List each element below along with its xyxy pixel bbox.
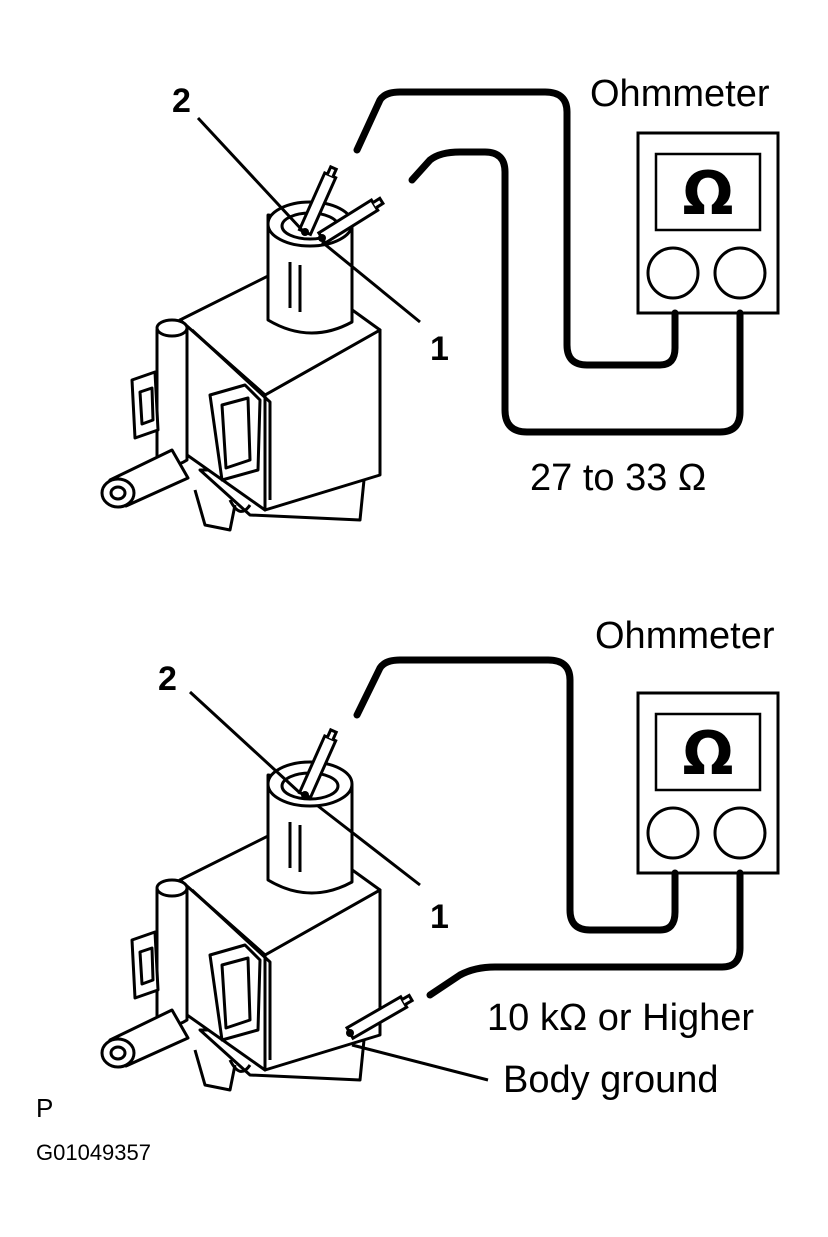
test-lead-2b (426, 869, 744, 999)
test-lead-2a (353, 656, 679, 934)
panel-1: 2 1 Ohmmeter Ω 27 to 33 Ω (100, 73, 780, 532)
terminal-1-label-2: 1 (430, 898, 449, 936)
panel-2: 2 1 Ohmmeter Ω 10 kΩ or Higher Body grou… (100, 615, 780, 1101)
resistance-reading-1: 27 to 33 Ω (530, 457, 706, 499)
ohmmeter-label-2: Ohmmeter (595, 615, 775, 657)
ohm-symbol-1: Ω (682, 159, 733, 229)
solenoid-valve-2 (100, 760, 382, 1092)
corner-mark: P (36, 1093, 53, 1123)
terminal-1-label-1: 1 (430, 330, 449, 368)
ohm-symbol-2: Ω (682, 719, 733, 789)
test-lead-1b (408, 148, 744, 436)
body-ground-label: Body ground (503, 1059, 719, 1101)
resistance-reading-2: 10 kΩ or Higher (487, 997, 754, 1039)
terminal-2-label-1: 2 (172, 82, 191, 120)
terminal-2-label-2: 2 (158, 660, 177, 698)
ohmmeter-label-1: Ohmmeter (590, 73, 770, 115)
solenoid-valve-1 (100, 200, 382, 532)
figure-id: G01049357 (36, 1140, 151, 1165)
test-lead-1a (353, 88, 679, 369)
